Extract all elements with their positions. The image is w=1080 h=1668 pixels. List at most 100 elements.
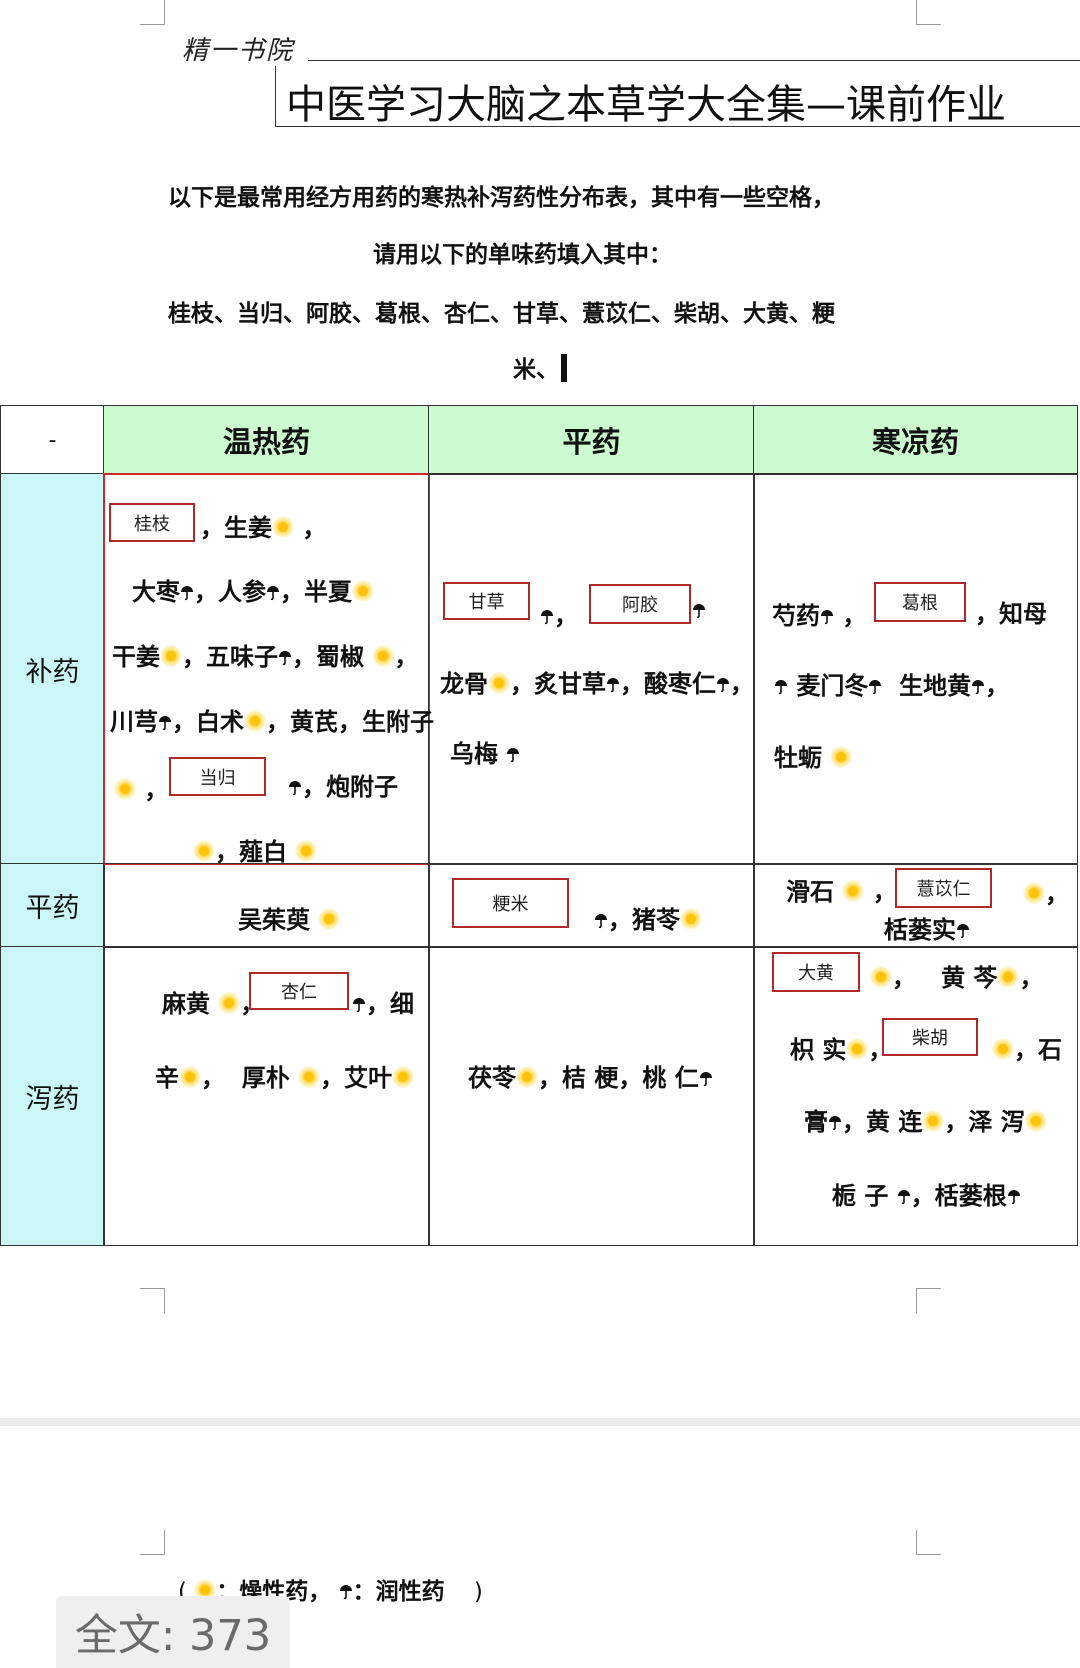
dry-herb-sun-icon bbox=[272, 516, 294, 538]
word-count-badge[interactable]: 全文: 373 bbox=[56, 1596, 290, 1668]
herb-name: 膏 bbox=[804, 1108, 828, 1136]
herb-line: ， bbox=[114, 770, 168, 805]
moist-herb-umbrella-icon bbox=[541, 610, 553, 625]
dry-herb-sun-icon bbox=[922, 1110, 945, 1132]
page-title: 中医学习大脑之本草学大全集—课前作业 bbox=[286, 82, 1006, 128]
herb-name: 栝蒌实 bbox=[884, 916, 956, 944]
moist-herb-umbrella-icon bbox=[717, 678, 729, 693]
answer-box[interactable]: 大黄 bbox=[772, 952, 860, 992]
herb-name: 滑石 bbox=[786, 878, 834, 906]
herb-name: 吴茱萸 bbox=[238, 906, 310, 934]
herb-name: 白术 bbox=[196, 708, 244, 736]
moist-herb-umbrella-icon bbox=[972, 680, 985, 695]
moist-herb-umbrella-icon bbox=[957, 924, 969, 939]
herb-line: 麦门冬 生地黄， bbox=[774, 666, 1009, 701]
herb-name: 炙甘草 bbox=[534, 670, 606, 698]
col-header-cold: 寒凉药 bbox=[753, 405, 1078, 475]
herb-name: 半夏 bbox=[304, 578, 352, 606]
crop-mark bbox=[916, 1530, 941, 1555]
dry-herb-sun-icon bbox=[295, 840, 318, 862]
dry-herb-sun-icon bbox=[992, 1038, 1014, 1060]
herb-line: 膏，黄 连，泽 泻 bbox=[804, 1102, 1047, 1137]
row-header-tonic: 补药 bbox=[0, 473, 105, 865]
herb-line: 栀 子 ，栝蒌根 bbox=[832, 1176, 1021, 1211]
cell-purge-warm bbox=[103, 946, 430, 1246]
answer-box[interactable]: 桂枝 bbox=[109, 503, 195, 542]
herb-line: ， bbox=[540, 596, 578, 631]
answer-box[interactable]: 甘草 bbox=[443, 582, 530, 620]
herb-name: 芍药 bbox=[772, 602, 820, 630]
herb-line: 吴茱萸 bbox=[238, 900, 341, 935]
herb-name: 川芎 bbox=[110, 708, 158, 736]
row-header-purge-label: 泻药 bbox=[25, 1083, 80, 1115]
moist-herb-umbrella-icon bbox=[897, 1190, 910, 1205]
moist-herb-umbrella-icon bbox=[279, 651, 291, 666]
crop-mark bbox=[916, 1288, 941, 1313]
herb-name: 五味子 bbox=[206, 643, 278, 671]
text-cursor bbox=[561, 354, 567, 382]
corner-cell: - bbox=[0, 405, 105, 475]
col-header-cold-label: 寒凉药 bbox=[871, 425, 959, 459]
dry-herb-sun-icon bbox=[352, 580, 374, 602]
dry-herb-sun-icon bbox=[842, 880, 865, 902]
crop-mark bbox=[140, 0, 165, 25]
herb-name: 乌梅 bbox=[450, 740, 498, 768]
moist-herb-umbrella-icon bbox=[699, 1072, 712, 1087]
dry-herb-sun-icon bbox=[488, 672, 510, 694]
dry-herb-sun-icon bbox=[870, 966, 892, 988]
dry-herb-sun-icon bbox=[298, 1066, 321, 1088]
cell-neutral-warm bbox=[103, 863, 430, 948]
moist-herb-umbrella-icon bbox=[607, 678, 619, 693]
herb-name: 艾叶 bbox=[344, 1064, 393, 1092]
cell-tonic-cold bbox=[753, 473, 1078, 865]
intro-line-4-text: 米、 bbox=[513, 357, 559, 383]
herb-name: 知母 bbox=[999, 600, 1047, 628]
herb-name: 大枣 bbox=[132, 578, 180, 606]
herb-line: 牡蛎 bbox=[774, 738, 853, 773]
answer-box[interactable]: 薏苡仁 bbox=[895, 868, 992, 908]
dry-herb-sun-icon bbox=[160, 645, 182, 667]
moist-herb-umbrella-icon bbox=[353, 998, 365, 1013]
moist-herb-umbrella-icon bbox=[869, 680, 882, 695]
herb-name: 黄芪 bbox=[290, 708, 338, 736]
moist-herb-umbrella-icon bbox=[181, 586, 193, 601]
herb-line: 枳 实， bbox=[790, 1036, 893, 1064]
crop-mark bbox=[916, 0, 941, 25]
dry-herb-sun-icon bbox=[194, 1579, 217, 1601]
legend-open: ( bbox=[178, 1579, 187, 1605]
herb-name: 蜀椒 bbox=[316, 643, 364, 671]
answer-box[interactable]: 杏仁 bbox=[249, 972, 349, 1010]
intro-line-3: 桂枝、当归、阿胶、葛根、杏仁、甘草、薏苡仁、柴胡、大黄、粳 bbox=[168, 301, 835, 327]
herb-name: 龙骨 bbox=[440, 670, 488, 698]
dry-herb-sun-icon bbox=[680, 908, 702, 930]
intro-line-1: 以下是最常用经方用药的寒热补泻药性分布表，其中有一些空格， bbox=[168, 185, 835, 211]
herb-line: ，细 bbox=[352, 984, 414, 1019]
answer-box[interactable]: 柴胡 bbox=[882, 1018, 978, 1056]
herb-line: ，猪苓 bbox=[594, 900, 702, 935]
cell-purge-cold bbox=[753, 946, 1078, 1246]
herb-line: 芍药 ， bbox=[772, 602, 867, 630]
crop-mark bbox=[140, 1530, 165, 1555]
col-header-warm-label: 温热药 bbox=[222, 425, 310, 459]
cell-tonic-warm bbox=[103, 473, 430, 865]
herb-name: 栀 子 bbox=[832, 1182, 889, 1210]
moist-herb-umbrella-icon bbox=[693, 604, 705, 619]
herb-name: 枳 实 bbox=[790, 1036, 847, 1064]
row-header-neutral: 平药 bbox=[0, 863, 105, 948]
cell-neutral-neutral bbox=[428, 863, 755, 948]
herb-name: 茯苓 bbox=[468, 1064, 516, 1092]
herb-name: 石 bbox=[1038, 1036, 1062, 1064]
answer-box[interactable]: 当归 bbox=[169, 757, 266, 796]
answer-box[interactable]: 粳米 bbox=[452, 878, 569, 928]
cell-neutral-cold bbox=[753, 863, 1078, 948]
herb-line: 龙骨，炙甘草，酸枣仁， bbox=[440, 670, 754, 698]
answer-box[interactable]: 阿胶 bbox=[589, 584, 691, 624]
herb-name: 麻黄 bbox=[162, 990, 210, 1018]
herb-name: 人参 bbox=[218, 578, 266, 606]
dry-herb-sun-icon bbox=[830, 746, 853, 768]
dry-herb-sun-icon bbox=[318, 908, 341, 930]
legend-moist-label: ：润性药 bbox=[352, 1579, 445, 1605]
herb-line: ，知母 bbox=[975, 600, 1047, 628]
answer-box[interactable]: 葛根 bbox=[874, 582, 966, 622]
herb-name: 生地黄 bbox=[899, 672, 972, 700]
